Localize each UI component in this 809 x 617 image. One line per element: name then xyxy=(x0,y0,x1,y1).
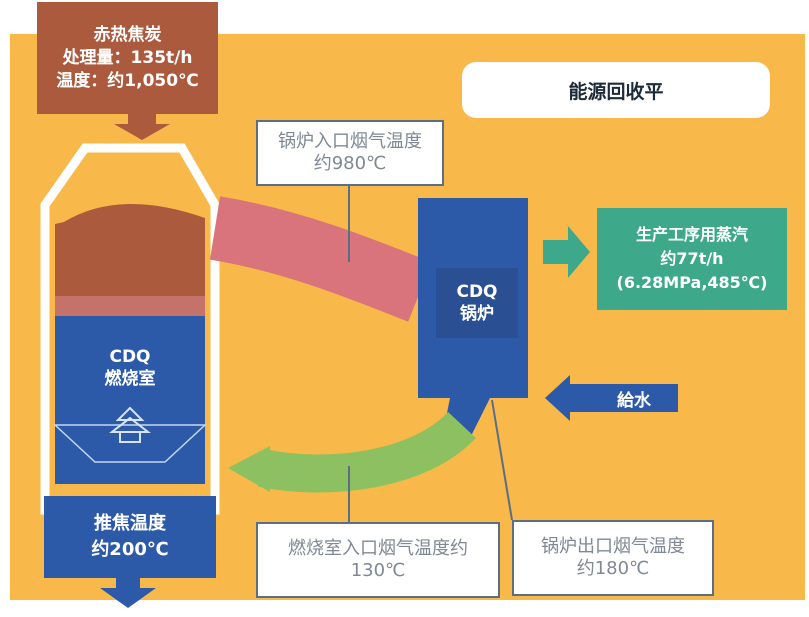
boiler-outlet-value: 约180℃ xyxy=(576,558,650,579)
steam-box: 生产工序用蒸汽 约77t/h (6.28MPa,485℃) xyxy=(597,208,787,310)
boiler-outlet-temp-box: 锅炉出口烟气温度 约180℃ xyxy=(512,520,714,596)
steam-arrow xyxy=(543,226,590,278)
boiler-outlet-label: 锅炉出口烟气温度 xyxy=(541,536,685,557)
feed-water-arrow xyxy=(545,375,678,421)
pagoda-icon xyxy=(109,406,151,443)
steam-flow: 约77t/h xyxy=(660,249,724,268)
chamber-inlet-label: 燃烧室入口烟气温度约 xyxy=(288,538,468,559)
chamber-cone xyxy=(53,424,207,463)
page-title: 能源回收平 xyxy=(568,80,664,103)
chamber-inlet-temp-box: 燃烧室入口烟气温度约 130℃ xyxy=(256,522,500,598)
hot-coke-box: 赤热焦炭 处理量：135t/h 温度：约1,050℃ xyxy=(37,2,218,114)
hot-coke-mass xyxy=(55,203,205,315)
push-coke-value: 约200℃ xyxy=(91,539,169,560)
cdq-boiler-label: CDQ 锅炉 xyxy=(436,268,518,338)
cool-gas-arrowhead xyxy=(228,446,270,492)
cdq-chamber-label: CDQ 燃烧室 xyxy=(55,340,205,396)
feed-water-text: 給水 xyxy=(617,390,651,411)
coke-hatch xyxy=(55,296,205,316)
boiler-inlet-value: 约980℃ xyxy=(313,153,387,174)
hot-coke-arrow xyxy=(114,114,170,140)
boiler-inlet-label: 锅炉入口烟气温度 xyxy=(278,131,422,152)
cool-gas-flow xyxy=(258,411,476,493)
chamber-inlet-value: 130℃ xyxy=(350,560,406,581)
push-arrow xyxy=(100,578,156,608)
hot-coke-throughput: 处理量：135t/h xyxy=(62,47,193,68)
push-coke-label: 推焦温度 xyxy=(94,513,166,534)
connector-boiler-outlet xyxy=(491,399,513,521)
push-coke-box: 推焦温度 约200℃ xyxy=(44,496,216,578)
cdq-chamber-abbr: CDQ xyxy=(109,347,151,367)
hot-coke-label: 赤热焦炭 xyxy=(93,24,162,45)
cdq-boiler-abbr: CDQ xyxy=(456,282,498,302)
steam-conditions: (6.28MPa,485℃) xyxy=(616,273,768,292)
steam-label: 生产工序用蒸汽 xyxy=(635,225,748,244)
chamber-lower xyxy=(55,316,205,484)
cdq-boiler-name: 锅炉 xyxy=(460,304,494,324)
hot-coke-temperature: 温度：约1,050℃ xyxy=(56,70,199,91)
cdq-chamber-name: 燃烧室 xyxy=(104,369,156,389)
feed-water-label: 給水 xyxy=(598,384,670,412)
hot-gas-flow xyxy=(209,196,432,322)
boiler-inlet-temp-box: 锅炉入口烟气温度 约980℃ xyxy=(256,120,444,186)
boiler-inner xyxy=(436,268,518,338)
title-box: 能源回收平 xyxy=(462,62,770,118)
